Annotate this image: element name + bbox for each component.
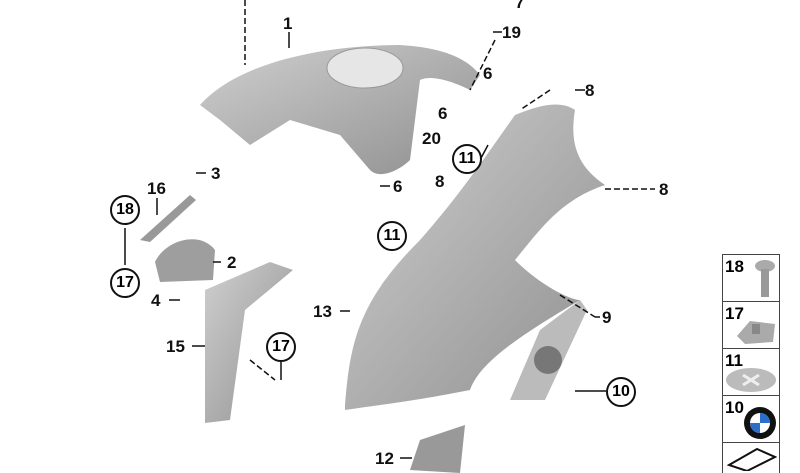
callout-9: 9 xyxy=(602,308,612,327)
callout-11: 11 xyxy=(452,144,482,174)
callout-7: 7 xyxy=(515,0,525,12)
cover-2 xyxy=(155,239,215,282)
callout-13: 13 xyxy=(313,302,332,321)
callout-6: 6 xyxy=(483,64,493,83)
legend-item-18: 18 xyxy=(722,254,780,301)
tank-cover xyxy=(200,45,480,175)
callout-8: 8 xyxy=(585,81,595,100)
callout-20: 20 xyxy=(422,129,441,148)
screw-icon xyxy=(755,260,775,297)
callout-8: 8 xyxy=(659,180,669,199)
clip-nut-icon xyxy=(737,321,775,344)
legend-item-mat xyxy=(722,442,780,473)
callout-15: 15 xyxy=(166,337,185,356)
bracket-16 xyxy=(140,195,196,242)
callout-6: 6 xyxy=(438,104,448,123)
callout-17: 17 xyxy=(266,332,296,362)
legend-item-17: 17 xyxy=(722,301,780,348)
small-parts-legend: 18 17 11 10 xyxy=(722,254,780,473)
bmw-emblem-icon xyxy=(744,407,776,439)
side-panel xyxy=(345,104,605,411)
callout-18: 18 xyxy=(110,195,140,225)
callout-19: 19 xyxy=(502,23,521,42)
callout-10: 10 xyxy=(606,377,636,407)
callout-8: 8 xyxy=(435,172,445,191)
legend-item-10: 10 xyxy=(722,395,780,442)
callout-3: 3 xyxy=(211,164,221,183)
bmw-emblem xyxy=(534,346,562,374)
callout-12: 12 xyxy=(375,449,394,468)
callout-2: 2 xyxy=(227,253,237,272)
callout-6: 6 xyxy=(393,177,403,196)
panel-15 xyxy=(205,262,293,423)
callout-1: 1 xyxy=(283,14,293,33)
callout-16: 16 xyxy=(147,179,166,198)
filler-opening xyxy=(326,47,404,89)
callout-17: 17 xyxy=(110,268,140,298)
legend-item-11: 11 xyxy=(722,348,780,395)
spring-washer-icon xyxy=(726,368,776,392)
mat-icon xyxy=(727,447,777,471)
part-12 xyxy=(410,425,465,473)
callout-4: 4 xyxy=(151,291,161,310)
callout-11: 11 xyxy=(377,221,407,251)
